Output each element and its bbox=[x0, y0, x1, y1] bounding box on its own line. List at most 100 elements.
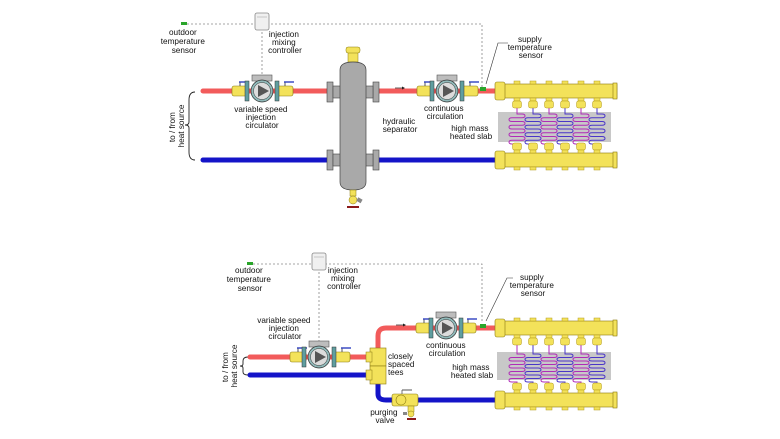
outdoor-sensor-label: outdoor temperature sensor bbox=[161, 28, 207, 55]
return-port-fitting bbox=[512, 382, 522, 394]
controller-icon bbox=[311, 252, 327, 271]
tubing-loop bbox=[524, 345, 542, 383]
manifold-cap bbox=[577, 80, 585, 85]
manifold-cap bbox=[545, 166, 553, 171]
manifold-cap bbox=[561, 406, 569, 411]
manifold-cap bbox=[529, 80, 537, 85]
injection-circulator-icon bbox=[289, 340, 352, 369]
supply-sensor-label: supply temperature sensor bbox=[508, 35, 554, 60]
top-diagram: outdoor temperature sensor injection mix… bbox=[161, 12, 618, 208]
supply-manifold-icon bbox=[494, 81, 618, 101]
tubing-loop bbox=[524, 108, 542, 145]
controller-icon bbox=[254, 12, 270, 31]
return-manifold-icon bbox=[494, 390, 618, 410]
supply-sensor-label: supply temperature sensor bbox=[510, 273, 556, 298]
closely-spaced-tees-icon bbox=[365, 347, 387, 385]
purging-valve-icon bbox=[391, 389, 419, 420]
manifold-cap bbox=[577, 406, 585, 411]
supply-sensor-icon bbox=[480, 324, 486, 328]
supply-sensor-icon bbox=[480, 87, 486, 91]
manifold-cap bbox=[513, 317, 521, 322]
manifold-cap bbox=[577, 317, 585, 322]
tees-label: closely spaced tees bbox=[388, 352, 417, 377]
supply-port-fitting bbox=[544, 334, 554, 346]
heat-source-label: to / from heat source bbox=[221, 344, 239, 387]
heat-source-brace bbox=[239, 356, 249, 376]
tubing-loop bbox=[588, 345, 606, 383]
return-port-fitting bbox=[544, 382, 554, 394]
manifold-cap bbox=[513, 406, 521, 411]
manifold-cap bbox=[529, 317, 537, 322]
flow-arrow-icon bbox=[402, 86, 405, 90]
injection-circulator-label: variable speed injection circulator bbox=[234, 105, 290, 130]
supply-port-fitting bbox=[528, 97, 538, 109]
supply-manifold-icon bbox=[494, 318, 618, 338]
tubing-loop bbox=[572, 108, 590, 145]
sensor-leader-line bbox=[485, 42, 508, 85]
manifold-cap bbox=[545, 317, 553, 322]
manifold-cap bbox=[561, 166, 569, 171]
supply-port-fitting bbox=[512, 334, 522, 346]
tubing-loop bbox=[540, 345, 558, 383]
return-port-fitting bbox=[576, 142, 586, 154]
tubing-loop bbox=[508, 108, 526, 145]
slab-label: high mass heated slab bbox=[451, 363, 494, 380]
manifold-cap bbox=[577, 166, 585, 171]
heated-slab bbox=[497, 352, 611, 380]
tubing-loop bbox=[588, 108, 606, 145]
bottom-diagram: outdoor temperature sensor injection mix… bbox=[221, 252, 618, 425]
return-port-fitting bbox=[528, 382, 538, 394]
supply-port-fitting bbox=[560, 97, 570, 109]
separator-label: hydraulic separator bbox=[382, 117, 417, 134]
manifold-cap bbox=[561, 80, 569, 85]
supply-port-fitting bbox=[592, 334, 602, 346]
continuous-circulation-label: continuous circulation bbox=[426, 341, 468, 358]
return-manifold-icon bbox=[494, 150, 618, 170]
tubing-loop bbox=[556, 108, 574, 145]
supply-port-fitting bbox=[512, 97, 522, 109]
continuous-circulator-icon bbox=[416, 74, 480, 103]
manifold-cap bbox=[529, 166, 537, 171]
controller-label: injection mixing controller bbox=[268, 30, 302, 55]
manifold-cap bbox=[529, 406, 537, 411]
controller-label: injection mixing controller bbox=[327, 266, 361, 291]
heat-source-brace bbox=[184, 91, 196, 161]
tubing-loop bbox=[508, 345, 526, 383]
supply-port-fitting bbox=[528, 334, 538, 346]
manifold-cap bbox=[593, 166, 601, 171]
return-pipe bbox=[375, 382, 500, 403]
outdoor-sensor-label: outdoor temperature sensor bbox=[227, 266, 273, 293]
return-port-fitting bbox=[544, 142, 554, 154]
purging-valve-label: purging valve bbox=[370, 408, 400, 425]
tubing-loop bbox=[572, 345, 590, 383]
manifold-cap bbox=[545, 406, 553, 411]
supply-port-fitting bbox=[576, 334, 586, 346]
tubing-loop bbox=[556, 345, 574, 383]
injection-circulator-label: variable speed injection circulator bbox=[257, 316, 313, 341]
heat-source-label: to / from heat source bbox=[168, 104, 186, 147]
return-port-fitting bbox=[512, 142, 522, 154]
outdoor-sensor-icon bbox=[181, 22, 187, 25]
control-wire bbox=[253, 263, 483, 322]
return-port-fitting bbox=[560, 382, 570, 394]
return-port-fitting bbox=[528, 142, 538, 154]
manifold-cap bbox=[593, 317, 601, 322]
slab-label: high mass heated slab bbox=[450, 124, 493, 141]
hydraulic-separator-icon bbox=[326, 46, 380, 208]
manifold-cap bbox=[513, 80, 521, 85]
slab-tubing bbox=[508, 108, 606, 145]
outdoor-sensor-icon bbox=[247, 262, 253, 265]
flow-arrow-icon bbox=[403, 323, 406, 327]
supply-port-fitting bbox=[592, 97, 602, 109]
return-port-fitting bbox=[576, 382, 586, 394]
continuous-circulation-label: continuous circulation bbox=[424, 104, 466, 121]
supply-port-fitting bbox=[544, 97, 554, 109]
continuous-circulator-icon bbox=[415, 311, 478, 340]
control-wire bbox=[187, 23, 483, 88]
tubing-loop bbox=[540, 108, 558, 145]
sensor-leader-line bbox=[485, 277, 513, 322]
injection-circulator-icon bbox=[231, 74, 295, 103]
supply-pipe bbox=[375, 325, 500, 350]
manifold-cap bbox=[593, 406, 601, 411]
